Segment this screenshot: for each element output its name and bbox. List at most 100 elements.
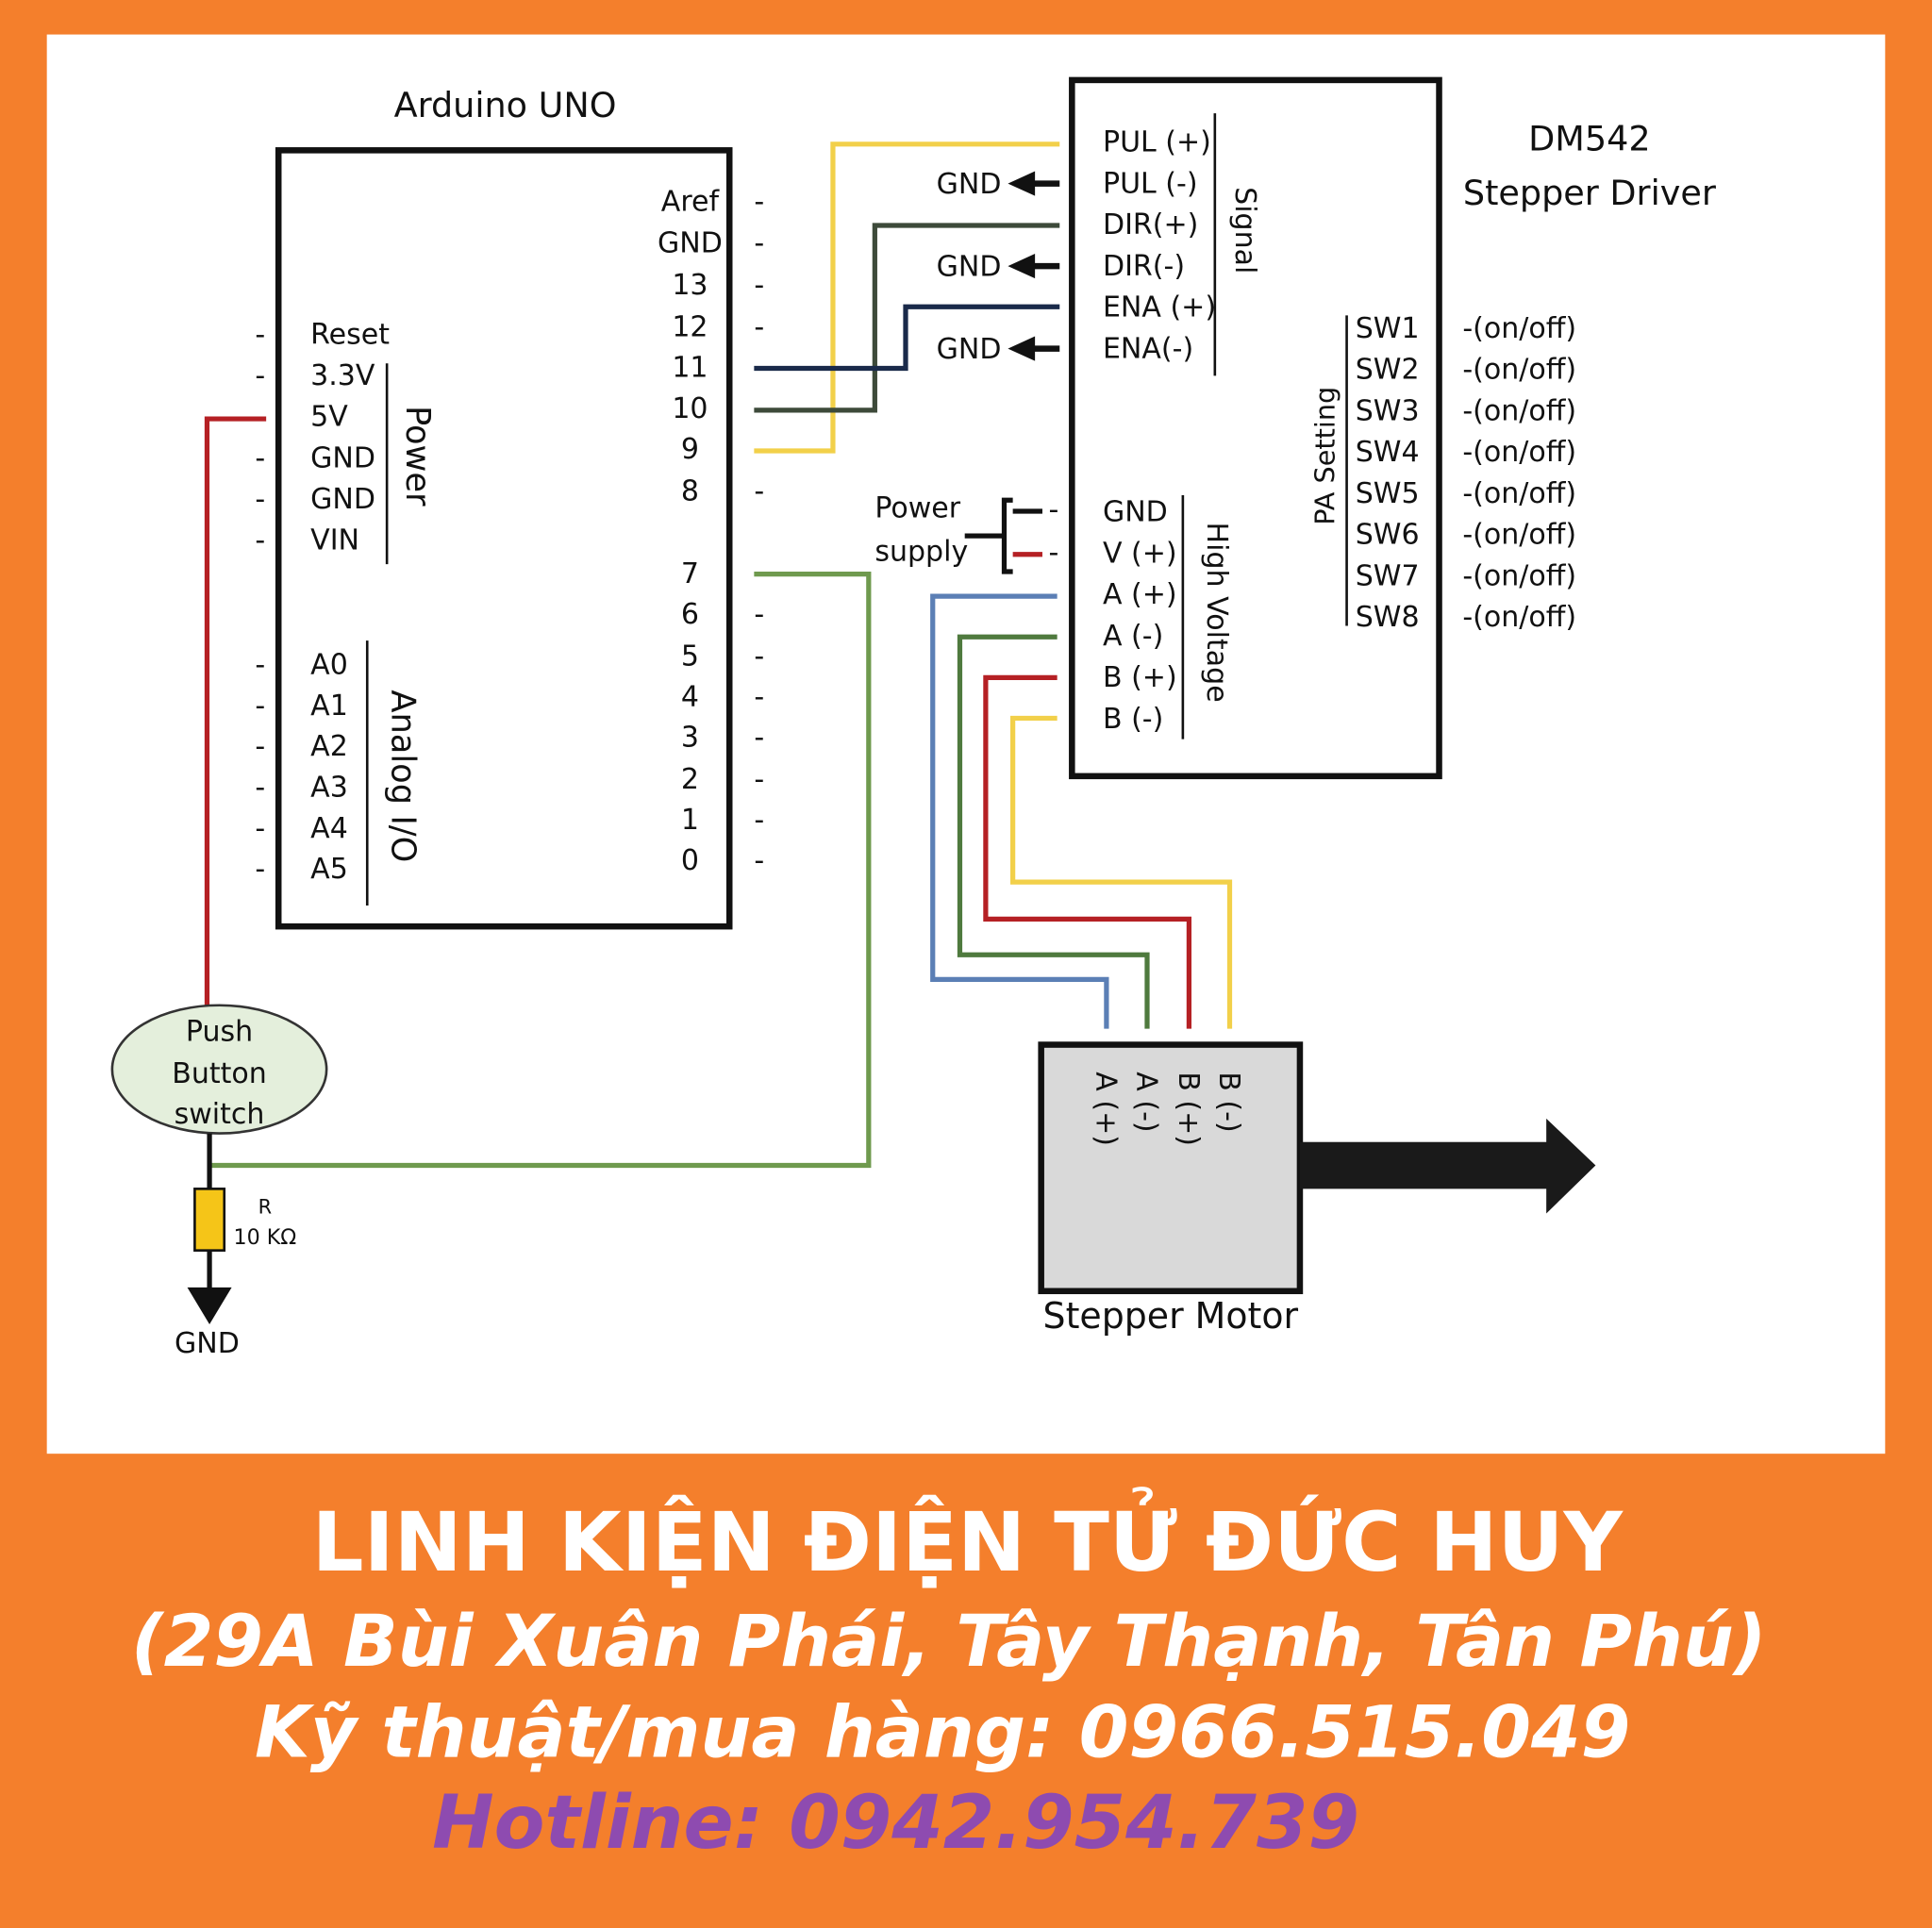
resistor	[193, 1188, 226, 1252]
pin-dash: -	[255, 730, 265, 763]
switch-state: -(on/off)	[1462, 601, 1576, 634]
switch-state: -(on/off)	[1462, 519, 1576, 552]
pin-label: 1	[681, 804, 699, 837]
pin-dash: -	[754, 844, 764, 877]
ground-arrow-icon	[187, 1287, 232, 1325]
gnd-arrows: GND GND GND	[937, 168, 1060, 366]
ground-label: GND	[175, 1327, 240, 1360]
pin-label: GND	[310, 483, 375, 516]
hv-pin-label: V (+)	[1103, 537, 1177, 570]
motor-pin-label: A (-)	[1130, 1072, 1163, 1132]
hv-pin-label: A (+)	[1103, 578, 1177, 611]
power-supply-bracket	[964, 497, 1042, 574]
pin-dash: -	[754, 640, 764, 673]
switch-label: SW2	[1356, 354, 1420, 387]
pin-dash: -	[255, 853, 265, 886]
pin-label: 12	[672, 311, 708, 344]
left-arrow-icon	[1008, 336, 1060, 361]
pin-label: 2	[681, 763, 699, 796]
pin-dash: -	[255, 524, 265, 557]
hotline: Hotline: 0942.954.739	[432, 1780, 1359, 1866]
pin-label: 13	[672, 269, 708, 302]
pin-label: 5	[681, 640, 699, 673]
gnd-label: GND	[937, 251, 1002, 284]
motor-title: Stepper Motor	[1043, 1295, 1299, 1337]
motor-pin-label: A (+)	[1089, 1072, 1122, 1146]
signal-label: Signal	[1228, 187, 1261, 274]
pin-dash: -	[255, 648, 265, 681]
diagram-panel	[46, 34, 1886, 1454]
switch-state: -(on/off)	[1462, 436, 1576, 469]
switch-state: -(on/off)	[1462, 354, 1576, 387]
signal-pin-label: DIR(-)	[1103, 250, 1185, 283]
hv-pin-label: A (-)	[1103, 620, 1163, 653]
stepper-motor-box	[1038, 1041, 1304, 1295]
pin-dash: -	[255, 483, 265, 516]
left-arrow-icon	[1008, 254, 1060, 279]
button-label: Button	[172, 1057, 267, 1090]
signal-pin-label: DIR(+)	[1103, 208, 1198, 241]
driver-title: DM542	[1528, 118, 1650, 158]
button-label: switch	[175, 1098, 265, 1131]
pin-label: GND	[310, 441, 375, 474]
pin-label: 5V	[310, 401, 348, 434]
pin-label: A2	[310, 730, 348, 763]
push-button-switch	[110, 1004, 328, 1135]
gnd-label: GND	[937, 168, 1002, 201]
switch-label: SW8	[1356, 601, 1420, 634]
switch-label: SW7	[1356, 559, 1420, 592]
pin-label: 3.3V	[310, 359, 375, 392]
pin-label: A0	[310, 648, 348, 681]
resistor-name: R	[258, 1195, 273, 1218]
driver-signal-pins: PUL (+) PUL (-) DIR(+) DIR(-) ENA (+) ENA(-)	[1103, 126, 1216, 366]
pin-dash: -	[754, 598, 764, 631]
driver-box	[1069, 76, 1442, 780]
gnd-label: GND	[937, 333, 1002, 366]
arduino-title: Arduino UNO	[394, 85, 617, 125]
pin-label: GND	[658, 227, 723, 260]
signal-pin-label: ENA(-)	[1103, 332, 1193, 365]
power-supply-label-1: Power	[874, 492, 960, 525]
signal-pin-label: PUL (-)	[1103, 167, 1198, 200]
pin-dash: -	[754, 185, 764, 218]
hv-pin-label: B (+)	[1103, 661, 1177, 694]
signal-pin-label: ENA (+)	[1103, 291, 1216, 324]
company-name: LINH KIỆN ĐIỆN TỬ ĐỨC HUY	[312, 1488, 1624, 1590]
switch-label: SW4	[1356, 436, 1420, 469]
motor-pins: A (+)A (-) B (+)B (-)	[1089, 1072, 1245, 1146]
pin-label: 4	[681, 680, 699, 713]
tech-phone: Kỹ thuật/mua hàng: 0966.515.049	[255, 1690, 1630, 1773]
pin-dash: -	[754, 474, 764, 507]
pin-label: 9	[681, 433, 699, 466]
switch-label: SW3	[1356, 394, 1420, 427]
pin-label: 0	[681, 844, 699, 877]
power-supply-label-2: supply	[874, 535, 968, 568]
pin-label: 6	[681, 598, 699, 631]
hv-pin-label: GND	[1103, 495, 1168, 528]
pin-dash: -	[754, 721, 764, 754]
arduino-analog-pins: A0-A1-A2-A3-A4-A5-	[255, 648, 347, 886]
motor-pin-label: B (-)	[1212, 1072, 1245, 1132]
arduino-box	[275, 147, 733, 930]
pin-label: A3	[310, 772, 348, 805]
pin-dash: -	[754, 763, 764, 796]
shaft-arrowhead-icon	[1546, 1118, 1596, 1214]
pin-label: Aref	[661, 185, 721, 218]
signal-pin-label: PUL (+)	[1103, 126, 1211, 159]
hv-pin-label: B (-)	[1103, 703, 1163, 736]
switch-label: SW1	[1356, 312, 1420, 345]
pa-setting-label: PA Setting	[1309, 387, 1341, 525]
pin-label: 8	[681, 474, 699, 507]
pin-label: A5	[310, 853, 348, 886]
driver-hv-pins: GND V (+) A (+) A (-) B (+) B (-)	[1103, 495, 1177, 735]
pin-dash: -	[255, 690, 265, 723]
pin-label: 10	[672, 392, 708, 425]
switch-state: -(on/off)	[1462, 477, 1576, 510]
pin-label: A1	[310, 690, 348, 723]
pin-label: Reset	[310, 318, 390, 351]
left-arrow-icon	[1008, 171, 1060, 196]
driver-subtitle: Stepper Driver	[1463, 173, 1717, 213]
motor-pin-label: B (+)	[1172, 1072, 1205, 1146]
high-voltage-label: High Voltage	[1200, 523, 1233, 703]
pin-label: 11	[672, 352, 708, 385]
